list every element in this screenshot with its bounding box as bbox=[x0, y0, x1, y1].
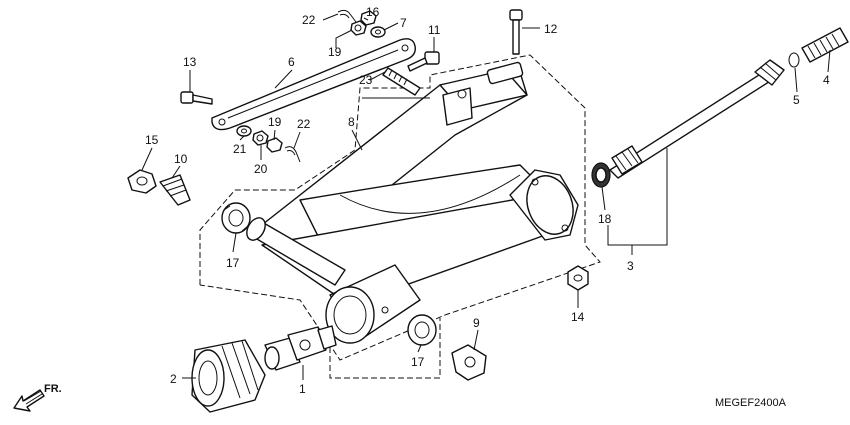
callout-17-lower: 17 bbox=[411, 355, 425, 369]
universal-joint-1 bbox=[264, 325, 337, 371]
callout-8: 8 bbox=[348, 115, 355, 129]
nut-20 bbox=[252, 130, 269, 146]
stud-23 bbox=[382, 67, 421, 96]
callout-labels: 22 16 7 19 11 12 13 6 23 5 4 8 19 22 21 … bbox=[145, 5, 830, 396]
callout-23: 23 bbox=[359, 73, 373, 87]
callout-17-upper: 17 bbox=[226, 256, 240, 270]
bolt-12 bbox=[509, 9, 523, 55]
leader-lines bbox=[141, 13, 831, 380]
front-arrow-icon bbox=[13, 389, 45, 412]
adjuster-bolt-10 bbox=[159, 174, 191, 206]
nut-16 bbox=[360, 10, 377, 26]
callout-13: 13 bbox=[183, 55, 197, 69]
pivot-group-bracket bbox=[329, 318, 441, 379]
callout-16: 16 bbox=[366, 5, 380, 19]
callout-11: 11 bbox=[428, 23, 441, 37]
drive-shaft-3 bbox=[609, 59, 785, 179]
callout-1: 1 bbox=[299, 382, 306, 396]
washer-7 bbox=[370, 26, 386, 38]
pivot-bolt-9 bbox=[451, 344, 487, 381]
callout-18: 18 bbox=[598, 212, 612, 226]
front-direction-indicator: FR. bbox=[13, 383, 62, 412]
nut-19-lower bbox=[266, 137, 283, 153]
callout-10: 10 bbox=[174, 152, 188, 166]
bolt-11 bbox=[407, 51, 440, 72]
callout-2: 2 bbox=[170, 372, 177, 386]
swingarm-group-bracket bbox=[199, 54, 601, 361]
callout-19-upper: 19 bbox=[328, 45, 342, 59]
nut-14 bbox=[567, 265, 589, 291]
callout-22-upper: 22 bbox=[302, 13, 316, 27]
callout-5: 5 bbox=[793, 93, 800, 107]
bearing-17-upper bbox=[221, 202, 251, 234]
callout-4: 4 bbox=[823, 73, 830, 87]
callout-19-lower: 19 bbox=[268, 115, 282, 129]
callout-21: 21 bbox=[233, 142, 247, 156]
spring-4 bbox=[801, 27, 849, 63]
swingarm-8 bbox=[246, 61, 579, 344]
callout-15: 15 bbox=[145, 133, 159, 147]
callout-6: 6 bbox=[288, 55, 295, 69]
bearing-17-lower bbox=[407, 314, 437, 346]
callout-3: 3 bbox=[627, 259, 634, 273]
cap-nut-15 bbox=[127, 169, 157, 194]
dust-boot-2 bbox=[191, 339, 266, 413]
oil-seal-18 bbox=[591, 162, 611, 188]
callout-7: 7 bbox=[400, 16, 407, 30]
front-indicator-label: FR. bbox=[44, 383, 62, 395]
callout-20: 20 bbox=[254, 162, 268, 176]
link-plate-6 bbox=[211, 38, 416, 131]
washer-21 bbox=[236, 125, 252, 137]
diagram-code: MEGEF2400A bbox=[715, 397, 787, 409]
circlip-5 bbox=[788, 52, 800, 68]
callout-22-lower: 22 bbox=[297, 117, 311, 131]
cotter-pin-22-lower bbox=[284, 146, 301, 163]
callout-12: 12 bbox=[544, 22, 558, 36]
cotter-pin-22-upper bbox=[337, 9, 357, 23]
callout-9: 9 bbox=[473, 316, 480, 330]
callout-14: 14 bbox=[571, 310, 585, 324]
bolt-13 bbox=[180, 91, 213, 105]
